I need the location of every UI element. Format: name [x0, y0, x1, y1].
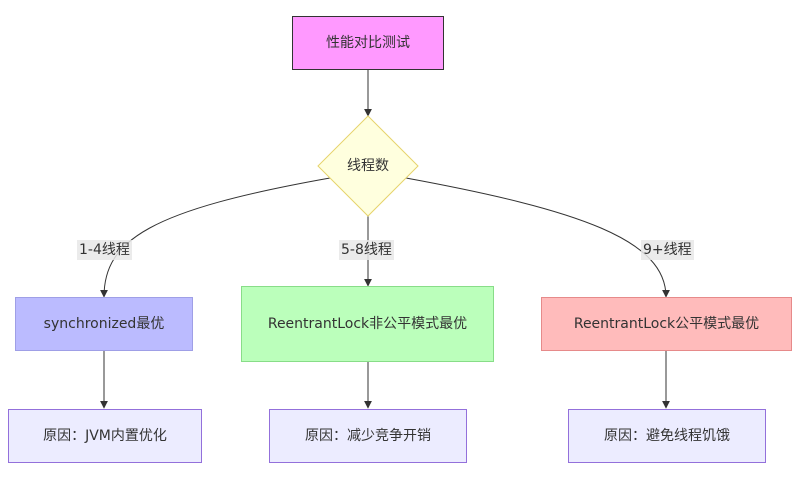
reason-starvation-label: 原因：避免线程饥饿 [604, 428, 730, 444]
reentrant-fair-best-label: ReentrantLock公平模式最优 [573, 316, 760, 332]
reentrant-fair-best-node: ReentrantLock公平模式最优 [541, 297, 792, 351]
edge-decision-to-sync [100, 177, 331, 298]
reason-contention-node: 原因：减少竞争开销 [269, 409, 467, 463]
reason-contention-label: 原因：减少竞争开销 [305, 428, 431, 444]
reason-starvation-node: 原因：避免线程饥饿 [568, 409, 766, 463]
decision-diamond [317, 115, 419, 217]
reason-jvm-label: 原因：JVM内置优化 [43, 428, 167, 444]
edge-label-1-4-threads: 1-4线程 [77, 240, 132, 260]
decision-node: 线程数 [318, 116, 418, 216]
reason-jvm-node: 原因：JVM内置优化 [8, 409, 202, 463]
reentrant-unfair-best-label: ReentrantLock非公平模式最优 [267, 316, 468, 332]
edge-label-5-8-threads: 5-8线程 [339, 240, 394, 260]
start-node: 性能对比测试 [292, 16, 444, 70]
start-node-label: 性能对比测试 [326, 35, 410, 51]
sync-best-node: synchronized最优 [15, 297, 193, 351]
edge-label-9-plus-threads: 9+线程 [641, 240, 694, 260]
decision-node-label: 线程数 [347, 158, 389, 174]
edge-decision-to-fair [405, 177, 670, 298]
sync-best-label: synchronized最优 [43, 316, 165, 332]
reentrant-unfair-best-node: ReentrantLock非公平模式最优 [241, 286, 494, 362]
